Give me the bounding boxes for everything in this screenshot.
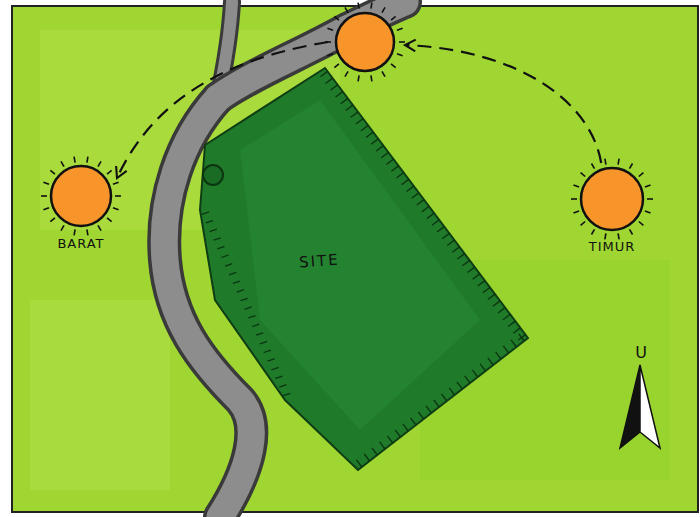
north-arrow — [620, 365, 660, 448]
sun-symbol: BARAT — [45, 160, 117, 232]
site-area: SITE — [195, 64, 535, 476]
north-label: U — [635, 343, 647, 362]
sun-outline — [45, 160, 117, 232]
site-label: SITE — [299, 250, 341, 271]
texture — [30, 300, 170, 490]
direction-label: TIMUR — [589, 239, 636, 254]
ground — [12, 6, 698, 512]
sun-rays — [325, 3, 405, 82]
direction-label: BARAT — [57, 236, 104, 251]
site-outline — [195, 64, 535, 476]
sun-symbol: TIMUR — [576, 163, 648, 235]
sun-noon — [336, 13, 394, 71]
sun-outline — [576, 163, 648, 235]
